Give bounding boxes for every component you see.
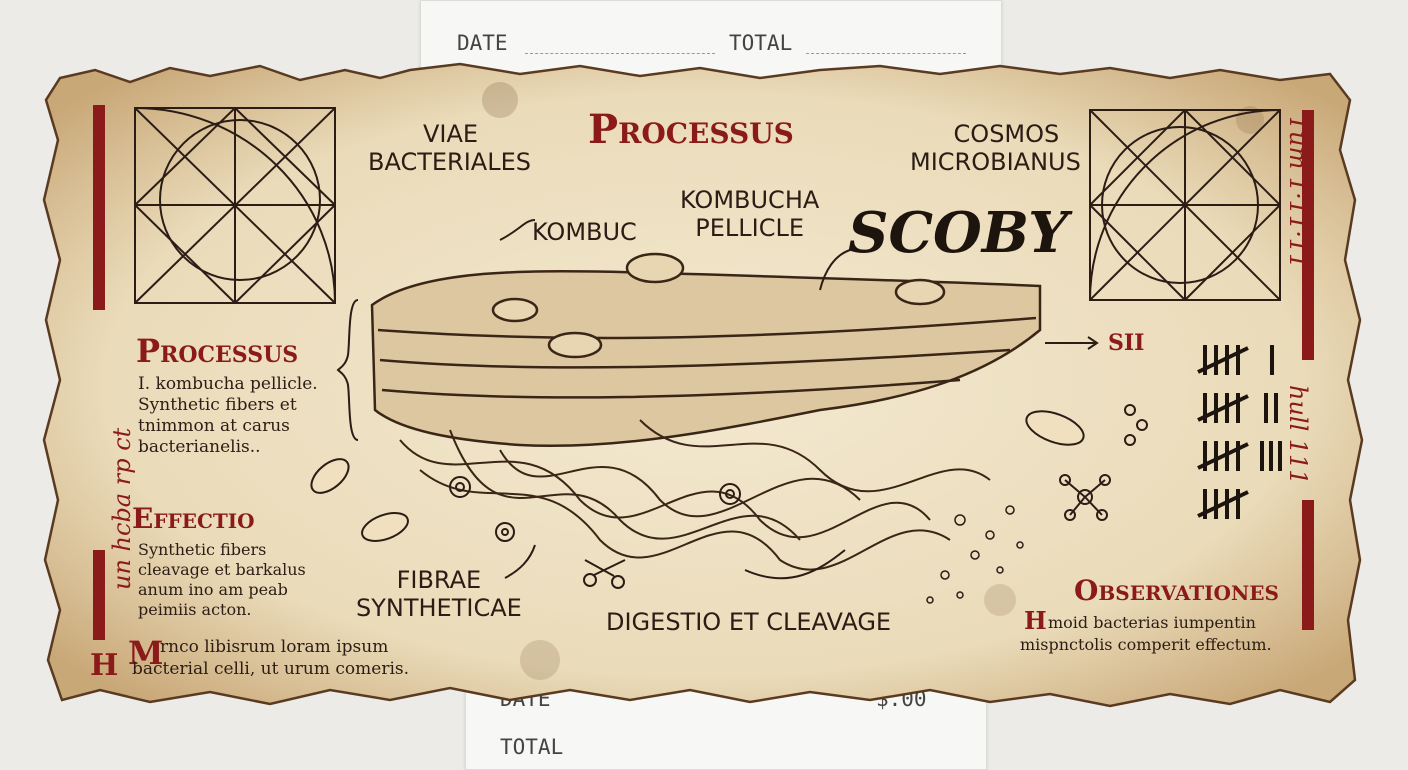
effectio-text: Synthetic fibers cleavage et barkalus an… [138,540,306,619]
label-kombucha-pellicle: KOMBUCHA PELLICLE [680,186,820,242]
footer-text: rnco libisrum loram ipsum bacterial cell… [132,637,410,679]
processus-text: I. kombucha pellicle. Synthetic fibers e… [138,374,318,457]
gear-icon [449,476,741,542]
left-red-bar-lower [93,550,105,640]
label-viae: VIAE BACTERIALES [368,120,531,176]
label-digestio: DIGESTIO ET CLEAVAGE [606,608,892,636]
synthetic-fibers [399,419,991,571]
receipt-total-label: TOTAL [729,31,793,55]
molecule-icon [1059,404,1148,521]
bacterium-icon [310,410,1085,542]
astro-chart-right [1089,109,1281,301]
label-cosmos: COSMOS MICROBIANUS [910,120,1081,176]
observationes-text: moid bacterias iumpentin mispnctolis com… [1020,613,1272,654]
right-red-bar [1302,110,1314,360]
scoby-pellicle [370,252,1042,448]
label-sii: SII [1108,330,1145,356]
label-scoby: SCOBY [848,200,1069,266]
observationes-initial: H [1024,606,1047,635]
receipt-total-line [806,53,966,54]
footer-initial: M [128,634,164,672]
particles [926,505,1024,604]
scissors-icon [583,559,626,589]
arrows [499,219,1099,580]
label-kombuc: KOMBUC [532,218,637,246]
tally-marks [1197,345,1282,519]
processus-heading: Processus [136,332,299,370]
brace [336,299,359,441]
astro-chart-left [134,107,336,304]
vertical-text-right-bottom: hull 111 [1284,385,1312,485]
page-title: Processus [588,106,794,153]
effectio-heading: Effectio [132,502,255,535]
label-fibrae: FIBRAE SYNTHETICAE [356,566,522,622]
receipt-total-label: TOTAL [500,735,564,759]
receipt-date-line [525,53,715,54]
right-red-bar-lower [1302,500,1314,630]
receipt-date-label: DATE [457,31,508,55]
vertical-text-right-top: Tum 1·11·11 [1284,115,1312,269]
left-red-bar [93,105,105,310]
left-initial: H [90,648,119,683]
observationes-heading: Observationes [1074,574,1279,607]
